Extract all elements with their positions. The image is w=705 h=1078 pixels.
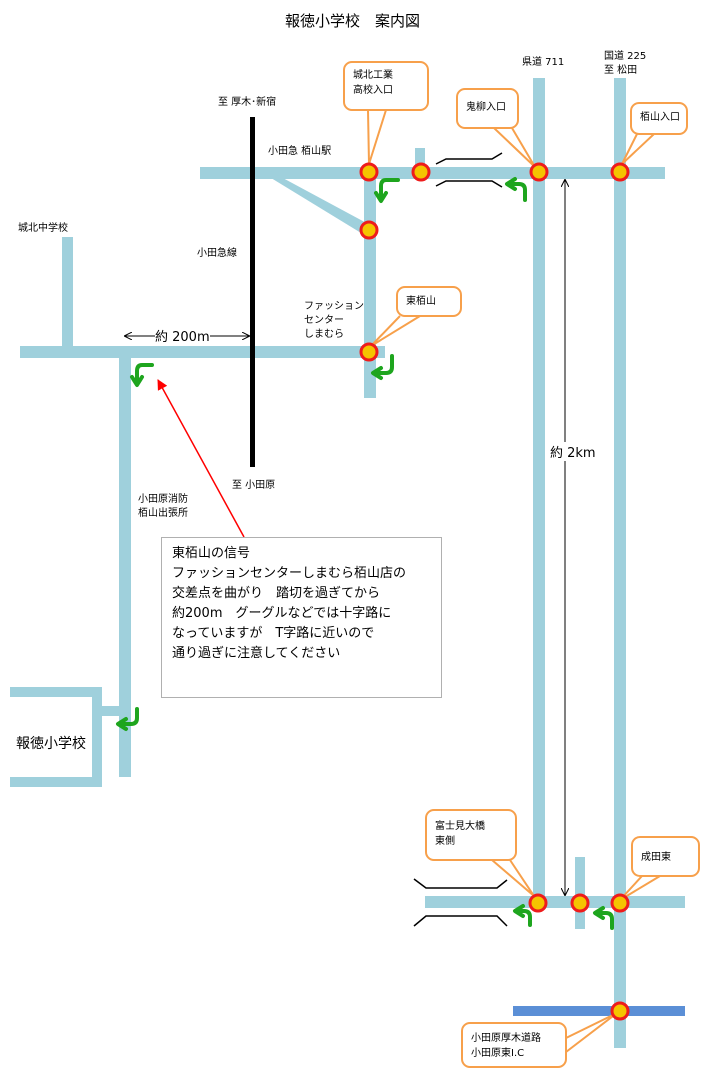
label-fashion-center: ファッション センター しまむら bbox=[304, 301, 364, 340]
callout-naruta: 成田東 bbox=[631, 836, 700, 877]
bridge-mark bbox=[413, 878, 508, 889]
callout-tail bbox=[370, 315, 421, 347]
callout-ic: 小田原厚木道路 小田原東I.C bbox=[461, 1022, 567, 1068]
turn-arrow bbox=[515, 909, 532, 927]
distance-2km: 約 2km bbox=[550, 442, 596, 461]
label-atsugi: 至 厚木･新宿 bbox=[218, 97, 277, 108]
label-fire-station: 小田原消防 栢山出張所 bbox=[138, 494, 188, 519]
turn-arrow bbox=[373, 354, 394, 375]
expressway-odawara-atsugi bbox=[513, 1006, 685, 1016]
turn-arrow bbox=[593, 906, 605, 920]
roads bbox=[10, 78, 685, 1048]
odakyu-railway bbox=[250, 117, 255, 467]
signal-johoku-kogyo bbox=[359, 162, 379, 182]
turn-arrows bbox=[116, 177, 614, 930]
road-school-right bbox=[92, 687, 102, 787]
turn-arrow bbox=[595, 911, 614, 930]
callout-tail bbox=[621, 133, 655, 165]
bridge-mark bbox=[435, 152, 503, 165]
signal-naruta bbox=[610, 893, 630, 913]
note-box: 東栢山の信号 ファッションセンターしまむら栢山店の 交差点を曲がり 踏切を過ぎて… bbox=[161, 537, 442, 698]
road-diagonal bbox=[258, 170, 372, 236]
callout-onigi: 鬼柳入口 bbox=[456, 88, 519, 129]
road-school-connector bbox=[92, 706, 128, 716]
note-line: 交差点を曲がり 踏切を過ぎてから bbox=[172, 586, 381, 601]
callout-kayama-iriguchi: 栢山入口 bbox=[630, 102, 688, 135]
note-line: ファッションセンターしまむら栢山店の bbox=[172, 566, 407, 581]
road-bottom-horizontal bbox=[425, 896, 685, 908]
note-line: 通り過ぎに注意してください bbox=[172, 646, 341, 661]
map-title: 報徳小学校 案内図 bbox=[284, 12, 420, 30]
note-line: 東栢山の信号 bbox=[172, 546, 251, 561]
signal-ic bbox=[610, 1001, 630, 1021]
signal-onigi bbox=[529, 162, 549, 182]
road-school-upper bbox=[10, 687, 102, 697]
signal-fujimi bbox=[528, 893, 548, 913]
callout-tail bbox=[493, 127, 536, 168]
road-johoku-chu bbox=[62, 237, 73, 352]
callout-higashi-kayama: 東栢山 bbox=[396, 286, 462, 317]
callout-johoku-kogyo: 城北工業 高校入口 bbox=[343, 61, 429, 111]
turn-arrow bbox=[513, 904, 525, 918]
label-odawara: 至 小田原 bbox=[232, 480, 276, 491]
label-station: 小田急 栢山駅 bbox=[268, 146, 332, 157]
signal-higashi-kayama bbox=[359, 342, 379, 362]
road-mid-horizontal bbox=[20, 346, 385, 358]
turn-arrow bbox=[116, 717, 128, 731]
label-odakyu-line: 小田急線 bbox=[197, 248, 237, 259]
traffic-signals bbox=[359, 162, 630, 1021]
road-stub-fujimi bbox=[575, 857, 585, 929]
callout-tail bbox=[565, 1012, 618, 1053]
signal-kayama-iriguchi bbox=[610, 162, 630, 182]
road-kendo-711 bbox=[533, 78, 545, 908]
label-kokudo: 国道 225 至 松田 bbox=[604, 51, 647, 76]
road-top-horizontal bbox=[200, 167, 665, 179]
turn-arrow bbox=[371, 366, 383, 380]
turn-arrow bbox=[130, 375, 144, 387]
road-shimamura bbox=[364, 170, 376, 398]
signal-fujimi-east bbox=[570, 893, 590, 913]
callout-fujimi: 富士見大橋 東側 bbox=[425, 809, 517, 861]
label-kendo: 県道 711 bbox=[522, 57, 565, 68]
bridge-mark bbox=[413, 915, 508, 927]
note-line: 約200m グーグルなどでは十字路に bbox=[172, 606, 392, 621]
school-label: 報徳小学校 bbox=[16, 736, 86, 752]
turn-arrow bbox=[135, 363, 154, 385]
distance-200m: 約 200m bbox=[155, 326, 210, 345]
road-school-lower bbox=[10, 777, 102, 787]
road-kokudo-225 bbox=[614, 78, 626, 1048]
label-johoku-chu: 城北中学校 bbox=[18, 223, 68, 234]
turn-arrow bbox=[505, 177, 517, 191]
signal-onigi-west bbox=[411, 162, 431, 182]
callout-tail bbox=[367, 109, 387, 165]
turn-arrow bbox=[118, 707, 139, 726]
pointer-arrow bbox=[157, 379, 245, 538]
road-stub-onigi bbox=[415, 148, 425, 170]
bridge-marks bbox=[413, 152, 508, 927]
signal-diagonal bbox=[359, 220, 379, 240]
turn-arrow bbox=[507, 182, 527, 202]
note-line: なっていますが T字路に近いので bbox=[172, 626, 375, 641]
turn-arrow bbox=[374, 191, 388, 203]
turn-arrow bbox=[379, 178, 400, 201]
callout-tail bbox=[491, 859, 535, 897]
bridge-mark bbox=[435, 180, 503, 188]
road-school-vertical bbox=[119, 352, 131, 777]
